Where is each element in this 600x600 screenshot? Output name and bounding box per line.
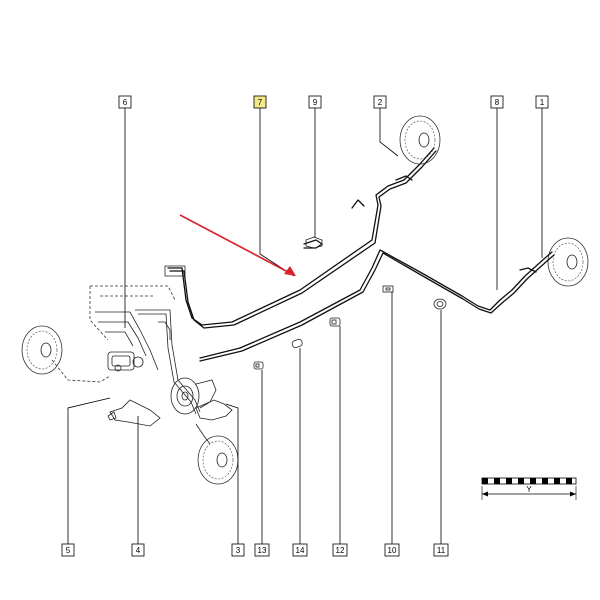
svg-text:10: 10	[388, 546, 397, 555]
svg-text:1: 1	[540, 98, 545, 107]
svg-text:7: 7	[258, 98, 263, 107]
svg-text:12: 12	[336, 546, 345, 555]
callout-10: 10	[384, 543, 400, 557]
callout-5: 5	[61, 543, 75, 557]
wheel-front-left	[21, 325, 63, 375]
bracket-3	[195, 399, 233, 445]
callout-1: 1	[535, 95, 549, 109]
callout-9: 9	[308, 95, 322, 109]
clip-10	[382, 285, 394, 293]
wheel-front-right	[399, 115, 441, 165]
svg-text:4: 4	[136, 546, 141, 555]
clip-9	[305, 236, 323, 249]
callout-7: 7	[253, 95, 267, 109]
callout-2: 2	[373, 95, 387, 109]
leader-lines	[67, 108, 543, 544]
svg-text:9: 9	[313, 98, 318, 107]
scale-bar: Y	[481, 477, 577, 500]
svg-text:6: 6	[123, 98, 128, 107]
scale-bar-label: Y	[526, 485, 532, 494]
svg-text:8: 8	[495, 98, 500, 107]
callout-7-highlight	[253, 95, 267, 109]
red-indicator-arrow	[179, 214, 296, 276]
callout-4: 4	[131, 543, 145, 557]
svg-text:2: 2	[378, 98, 383, 107]
union-12	[329, 317, 341, 327]
rear-brake-drum	[170, 377, 217, 415]
svg-text:14: 14	[296, 546, 305, 555]
sleeve-14	[291, 338, 303, 349]
svg-text:13: 13	[258, 546, 267, 555]
svg-text:3: 3	[236, 546, 241, 555]
union-13	[253, 361, 264, 370]
callout-13: 13	[254, 543, 270, 557]
brake-pipes	[167, 147, 555, 362]
callout-12: 12	[332, 543, 348, 557]
bracket-4	[107, 399, 161, 427]
master-cylinder-assembly	[51, 265, 201, 415]
callout-8: 8	[490, 95, 504, 109]
svg-text:5: 5	[66, 546, 71, 555]
callout-14: 14	[292, 543, 308, 557]
svg-text:11: 11	[437, 546, 446, 555]
wheel-rear-left	[197, 435, 239, 485]
callout-11: 11	[433, 543, 449, 557]
callout-3: 3	[231, 543, 245, 557]
callout-6: 6	[118, 95, 132, 109]
wheel-rear-right	[547, 237, 589, 287]
union-11	[433, 298, 447, 310]
